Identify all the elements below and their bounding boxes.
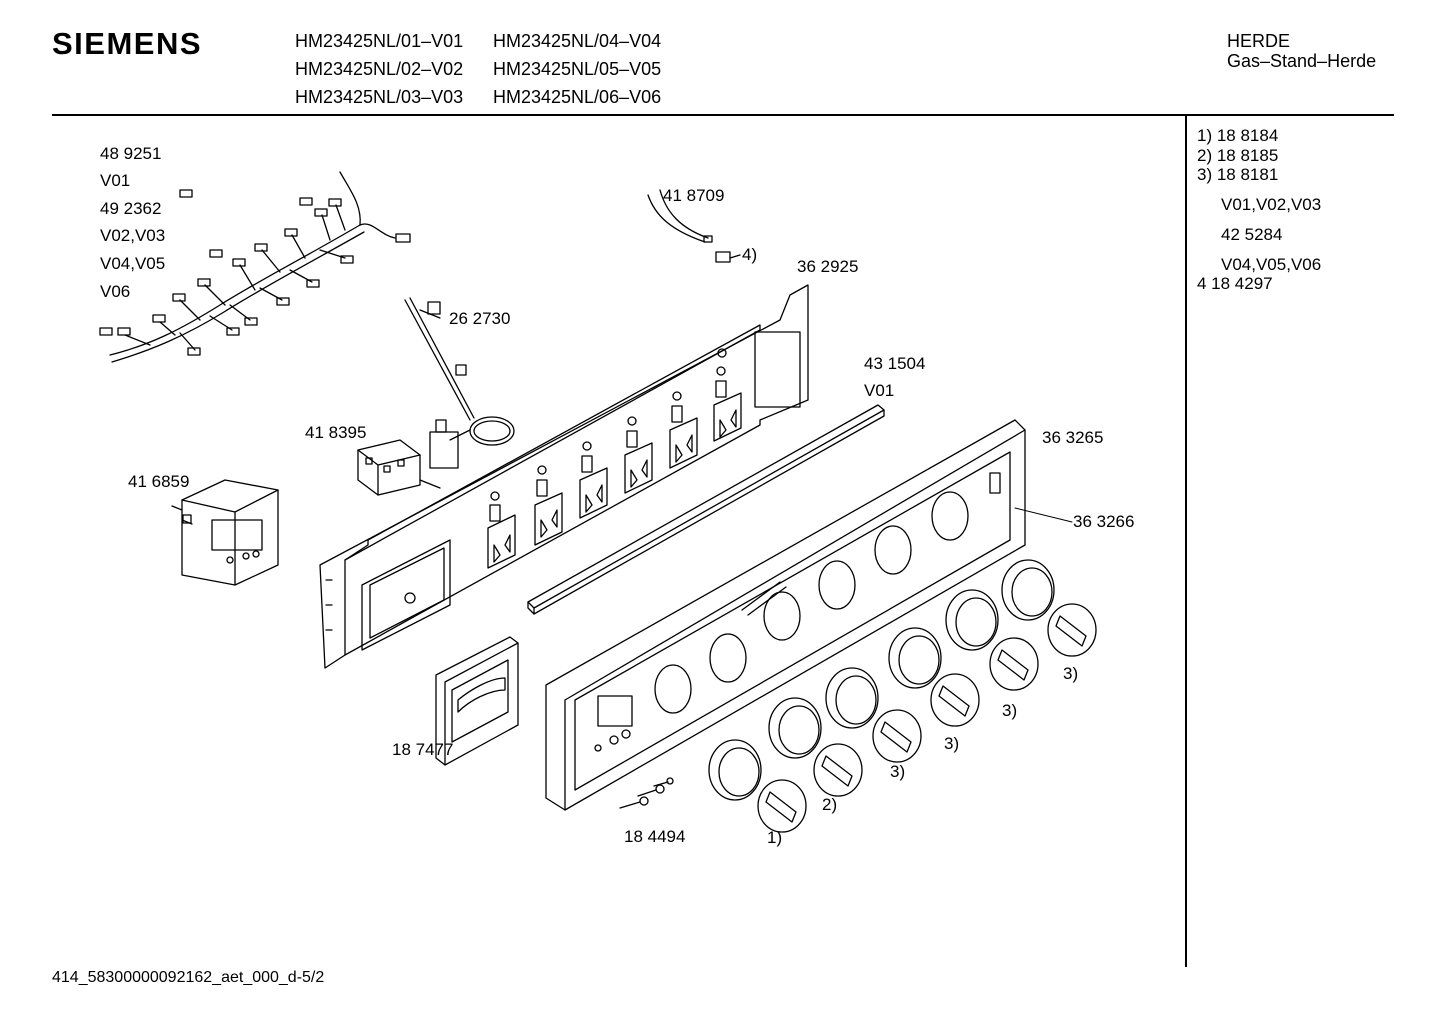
- legend-line: 4 18 4297: [1197, 274, 1273, 293]
- part-label: 41 8395: [305, 423, 367, 442]
- knob-note: 3): [944, 734, 960, 753]
- part-note: 4): [742, 245, 758, 264]
- rotary-switch: [357, 439, 441, 496]
- cover-plate: [435, 636, 519, 766]
- model-number: HM23425NL/03–V03: [295, 87, 464, 107]
- part-label: 41 6859: [128, 472, 190, 491]
- fascia-panel: [545, 419, 1026, 811]
- part-label: 36 2925: [797, 257, 859, 276]
- control-panel-frame: [319, 284, 809, 669]
- brand-logo: SIEMENS: [52, 26, 203, 61]
- knob-note: 3): [890, 762, 906, 781]
- model-number: HM23425NL/04–V04: [493, 31, 662, 51]
- thermostat-sensor: [404, 297, 515, 469]
- control-knobs: [757, 603, 1097, 833]
- part-label: 36 3266: [1073, 512, 1135, 531]
- legend-line: V01,V02,V03: [1221, 195, 1322, 214]
- trim-strip: [527, 404, 885, 615]
- model-number: HM23425NL/02–V02: [295, 59, 464, 79]
- screws: [619, 777, 674, 809]
- part-label: 18 4494: [624, 827, 686, 846]
- part-label: V01: [864, 381, 895, 400]
- part-label: 48 9251: [100, 144, 162, 163]
- category-title: HERDE: [1227, 31, 1291, 51]
- drawing-code: 414_58300000092162_aet_000_d-5/2: [52, 969, 325, 986]
- legend-line: 1) 18 8184: [1197, 126, 1279, 145]
- knob-note: 2): [822, 795, 838, 814]
- part-label: V02,V03: [100, 226, 166, 245]
- part-label: V01: [100, 171, 131, 190]
- legend-line: 42 5284: [1221, 225, 1283, 244]
- model-number: HM23425NL/01–V01: [295, 31, 464, 51]
- knob-rings: [708, 559, 1055, 801]
- knob-note: 1): [767, 828, 783, 847]
- part-label: V06: [100, 282, 131, 301]
- knob-note: 3): [1002, 701, 1018, 720]
- wiring-harness: [99, 171, 411, 363]
- legend-line: V04,V05,V06: [1221, 255, 1322, 274]
- part-label: 36 3265: [1042, 428, 1104, 447]
- header-divider: [52, 114, 1394, 116]
- part-label: 18 7477: [392, 740, 454, 759]
- part-label: 49 2362: [100, 199, 162, 218]
- part-label: 43 1504: [864, 354, 926, 373]
- category-subtitle: Gas–Stand–Herde: [1227, 51, 1377, 71]
- model-number: HM23425NL/05–V05: [493, 59, 662, 79]
- knob-note: 3): [1063, 664, 1079, 683]
- part-label: 41 8709: [663, 186, 725, 205]
- display-module: [171, 479, 279, 586]
- part-label: 26 2730: [449, 309, 511, 328]
- cable: [647, 189, 741, 263]
- leader-lines: [1014, 507, 1073, 523]
- part-label: V04,V05: [100, 254, 166, 273]
- legend-divider: [1185, 116, 1187, 967]
- legend-line: 3) 18 8181: [1197, 165, 1279, 184]
- legend-line: 2) 18 8185: [1197, 146, 1279, 165]
- model-number: HM23425NL/06–V06: [493, 87, 662, 107]
